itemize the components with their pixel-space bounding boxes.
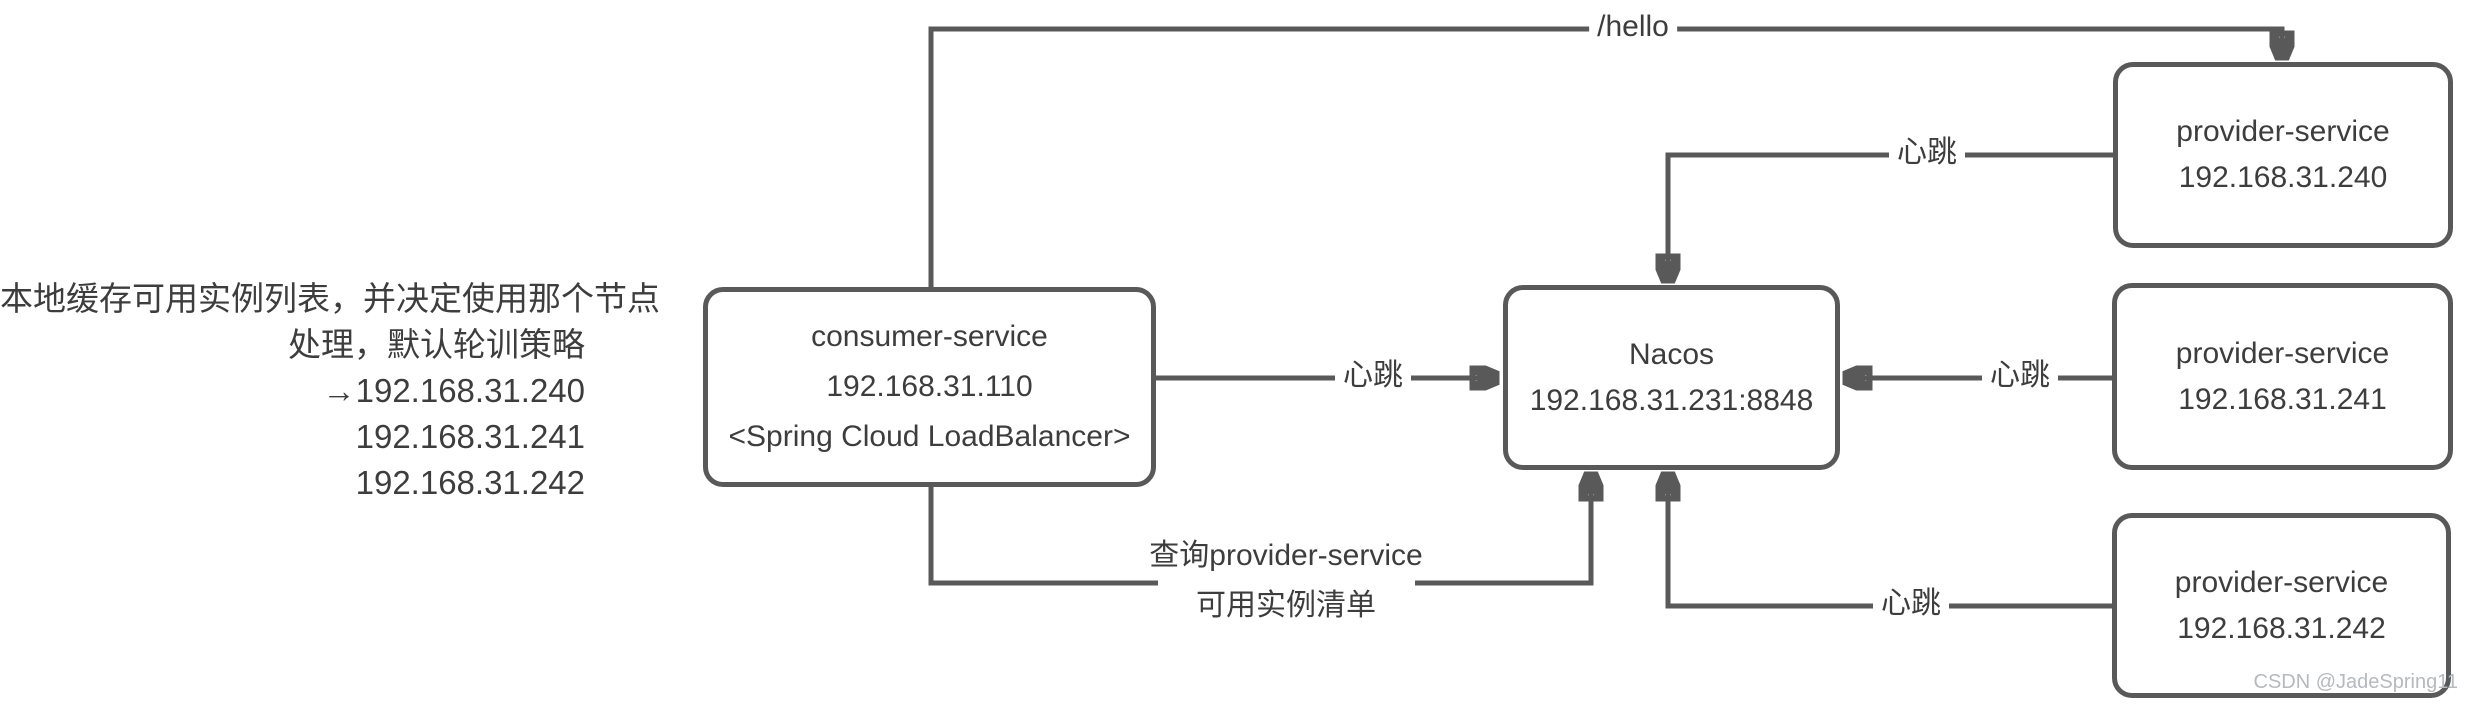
- hello-edge-label: /hello: [1589, 7, 1677, 47]
- note-line: 处理，默认轮训策略: [288, 326, 585, 363]
- query-edge-right-segment: [1415, 474, 1591, 586]
- node-subtitle: <Spring Cloud LoadBalancer>: [728, 420, 1131, 453]
- node-ip: 192.168.31.240: [2178, 161, 2388, 194]
- watermark: CSDN @JadeSpring11: [2253, 671, 2458, 693]
- provider-service-node-240: provider-service 192.168.31.240: [2113, 62, 2453, 248]
- query-label-line2: 可用实例清单: [1188, 586, 1384, 626]
- heartbeat-label-provider1: 心跳: [1889, 133, 1965, 173]
- node-title: provider-service: [2174, 565, 2389, 599]
- provider-service-node-241: provider-service 192.168.31.241: [2112, 283, 2453, 470]
- hello-edge: [928, 26, 2282, 287]
- node-ip: 192.168.31.241: [2178, 382, 2387, 416]
- heartbeat-label-provider3: 心跳: [1873, 584, 1949, 624]
- consumer-service-node: consumer-service 192.168.31.110 <Spring …: [703, 287, 1156, 487]
- node-ip: 192.168.31.242: [2177, 611, 2386, 645]
- heartbeat-label-consumer: 心跳: [1335, 356, 1411, 396]
- heartbeat-provider3-edge: [1668, 474, 2112, 609]
- query-edge-left-segment: [928, 487, 1158, 586]
- note-line: 192.168.31.241: [355, 418, 585, 455]
- node-title: provider-service: [2176, 115, 2390, 148]
- node-ip: 192.168.31.231:8848: [1529, 383, 1814, 417]
- node-title: Nacos: [1628, 337, 1715, 371]
- note-line: 本地缓存可用实例列表，并决定使用那个节点: [0, 280, 660, 317]
- heartbeat-label-provider2: 心跳: [1982, 356, 2058, 396]
- note-line: →192.168.31.240: [322, 372, 585, 409]
- heartbeat-provider1-edge: [1668, 152, 2113, 281]
- nacos-node: Nacos 192.168.31.231:8848: [1503, 285, 1840, 470]
- note-block: 本地缓存可用实例列表，并决定使用那个节点 处理，默认轮训策略 →192.168.…: [0, 276, 660, 506]
- query-label-line1: 查询provider-service: [1141, 536, 1431, 576]
- node-title: provider-service: [2175, 336, 2390, 370]
- provider-service-node-242: provider-service 192.168.31.242: [2112, 513, 2451, 698]
- node-title: consumer-service: [811, 320, 1048, 353]
- node-ip: 192.168.31.110: [826, 370, 1033, 403]
- note-line: 192.168.31.242: [355, 464, 585, 501]
